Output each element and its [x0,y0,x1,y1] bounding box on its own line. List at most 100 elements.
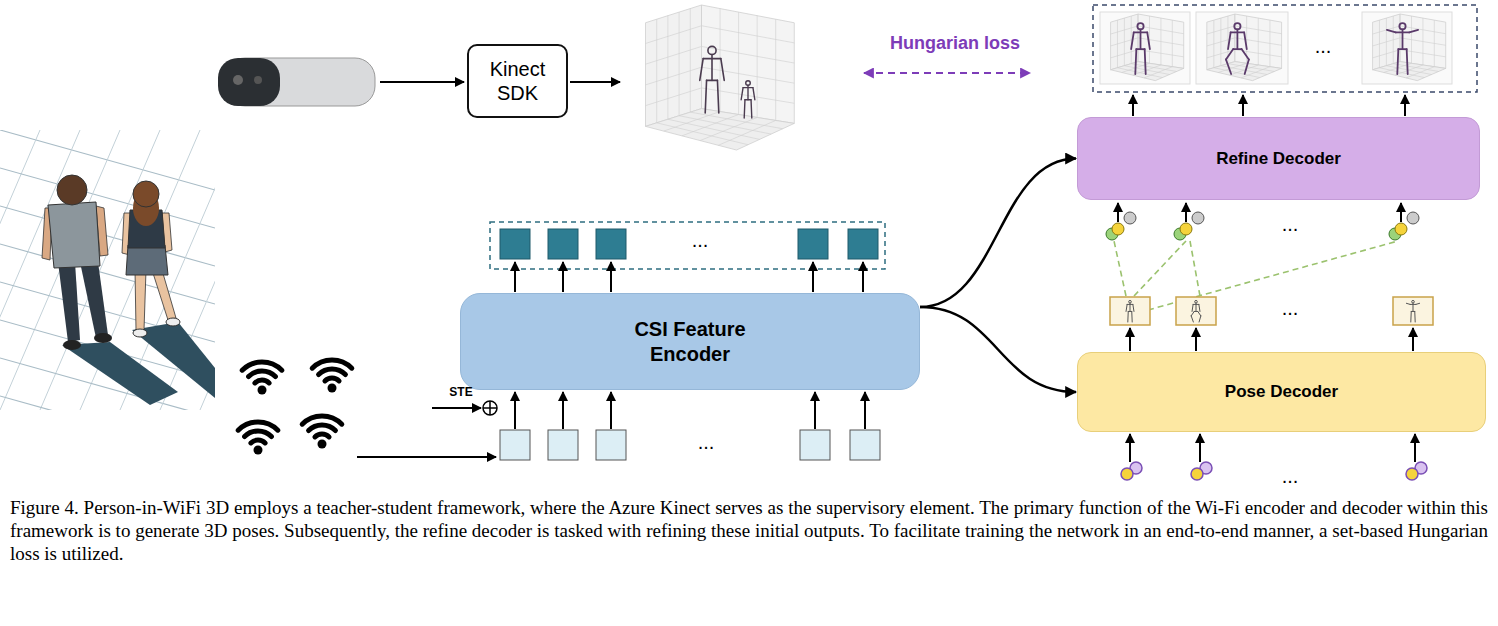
refine-query-circles [1117,203,1119,222]
feature-token [798,229,828,259]
people-illustration [0,130,360,494]
input-token [514,392,516,429]
people-illustration [152,270,176,320]
wifi-symbol [328,384,337,393]
pose-query-circles [1129,434,1131,462]
add-symbol [432,401,497,415]
input-token [596,430,626,460]
feature-token [596,229,626,259]
wifi-symbol [238,422,278,430]
pose-output-thumbnail [1110,297,1433,351]
skeleton-plot [743,87,753,88]
pose-output-thumbnail [1193,304,1199,305]
people-illustration [58,262,80,342]
skeleton-plot [690,9,691,113]
people-illustration [166,318,180,326]
pose-query-circles [1121,434,1427,480]
skeleton-plot [690,112,782,129]
pose-query-circles [1406,468,1418,480]
feature-token [862,262,864,292]
wifi-symbol [258,386,267,395]
feature-token [490,222,885,269]
pose-output-thumbnail [1198,311,1201,315]
pose-query-circles [1199,434,1201,462]
wifi-symbol [242,362,282,370]
output-pose-panel [1111,50,1139,58]
output-pose-panel [1145,49,1146,74]
output-pose-panel [1207,38,1235,46]
node-text: CSI Feature Encoder [615,317,765,367]
output-pose-panel [1406,67,1434,78]
connector-arrow [920,159,1076,308]
skeleton-plot [744,100,746,118]
matching-line [1114,241,1398,310]
skeleton-plot [738,12,739,114]
output-pose-panel [1111,62,1184,81]
people-illustration [135,270,146,330]
people-illustration [133,181,159,207]
refine-query-circles [1407,212,1419,224]
wifi-symbol [318,440,327,449]
matching-line [1134,241,1186,296]
pose-output-thumbnail [1127,311,1128,322]
output-pose-panel [1386,66,1431,75]
feature-token [514,262,516,292]
add-symbol [483,401,497,415]
skeleton-plot [646,26,702,44]
pose-output-thumbnail [1194,311,1198,312]
pose-query-circles [1121,468,1133,480]
output-pose-panel [1137,23,1143,29]
output-pose-panel [1207,62,1282,81]
output-pose-panel [1242,49,1249,59]
pose-output-thumbnail [1406,303,1410,304]
pose-output-thumbnail [1199,316,1201,322]
feature-token [548,229,578,259]
output-pose-panel [1400,38,1446,45]
ellipsis: ... [1282,213,1299,236]
decoder-output-arrow [1242,95,1244,116]
input-token [864,392,866,429]
skeleton-plot [646,88,702,106]
feature-token [812,262,814,292]
people-illustration [63,340,81,350]
skeleton-plot [702,26,795,43]
input-token [562,392,564,429]
skeleton-plot [646,67,702,85]
loss-label: Hungarian loss [890,33,1020,54]
skeleton-plot [667,16,668,120]
node-text: Refine Decoder [1216,149,1341,169]
pose-output-thumbnail [1412,328,1414,351]
output-pose-panel [1138,38,1184,45]
people-illustration [80,262,108,338]
people-illustration [0,130,215,410]
refine-query-circles [1106,203,1419,240]
people-illustration [132,322,215,398]
input-token [800,430,830,460]
skeleton-plot [656,19,657,123]
people-illustration [0,396,215,410]
skeleton-plot [700,59,703,81]
output-pose-panel [1407,49,1408,74]
wifi-symbol [357,456,496,458]
pose-output-thumbnail [1126,304,1127,311]
output-pose-panel [1373,62,1446,81]
output-pose-panel [1398,48,1406,50]
wifi-symbol [249,371,276,377]
flow-arrow [380,81,464,83]
output-pose-panel [1434,20,1435,67]
skeleton-plot [741,88,743,100]
output-pose-panel [1409,30,1418,33]
input-token [500,430,530,460]
skeleton-plot [757,16,758,118]
people-illustration [0,168,215,228]
pose-output-thumbnail [1199,304,1200,311]
wifi-symbol [251,440,265,443]
output-pose-panel [1373,38,1401,46]
feature-token [500,229,530,259]
skeleton-plot [721,59,724,81]
input-token [548,430,578,460]
refine-query-circles [1395,223,1407,235]
refine-query-circles [1180,223,1192,235]
add-symbol [432,407,481,409]
output-pose-panel [1387,30,1396,33]
